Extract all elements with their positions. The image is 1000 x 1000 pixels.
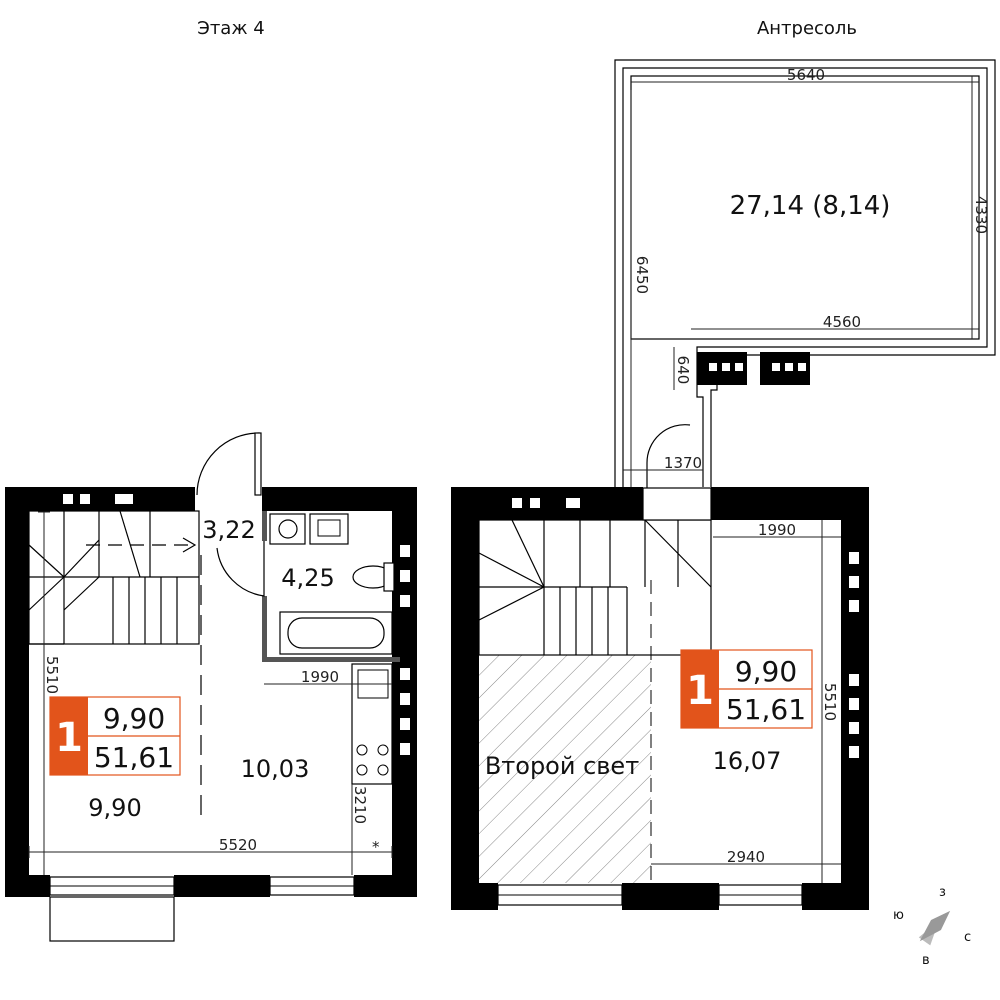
compass: з с в ю: [893, 885, 971, 968]
wall-bottom-2: [174, 875, 270, 897]
balcony: [49, 896, 175, 942]
apartment-badge-left: 1 9,90 51,61: [49, 696, 181, 776]
second-light-label: Второй свет: [485, 752, 639, 780]
badge-rooms: 1: [686, 668, 714, 714]
dim-right-height: 5510: [821, 683, 839, 721]
compass-west: ю: [893, 908, 904, 923]
badge-living: 9,90: [103, 702, 165, 735]
dim-mez-inner-width: 4560: [823, 313, 861, 331]
living-area: 9,90: [88, 794, 141, 822]
dim-mez-opening: 1370: [664, 454, 702, 472]
dim-mez-width: 5640: [787, 66, 825, 84]
staircase-right: [478, 519, 712, 656]
badge-total: 51,61: [94, 741, 174, 774]
floor4-plan: * 5520 5510 1990 3210 3,22 4,25 10,03 9,…: [5, 432, 417, 942]
kitchen-area: 10,03: [241, 755, 310, 783]
mezzanine-plan: 5640 4330 6450 4560 640 1370 1990 5510 2…: [451, 59, 996, 910]
staircase-left: [28, 510, 200, 645]
compass-north: з: [939, 885, 946, 900]
dim-right-top-width: 1990: [758, 521, 796, 539]
apartment-badge-right: 1 9,90 51,61: [680, 649, 813, 729]
wall-top-left: [5, 487, 195, 511]
wall-bottom-3: [354, 875, 417, 897]
dim-right-bottom-width: 2940: [727, 848, 765, 866]
badge-total: 51,61: [726, 693, 806, 726]
dim-mez-height-right: 4330: [972, 196, 990, 234]
dim-mez-height-left: 6450: [633, 256, 651, 294]
bathroom-area: 4,25: [281, 564, 334, 592]
hall-area: 3,22: [202, 516, 255, 544]
wall-left: [5, 487, 29, 897]
mezzanine-area: 27,14 (8,14): [730, 191, 891, 221]
second-light-zone: [479, 655, 651, 883]
sink: [309, 513, 349, 545]
wall-bottom-1: [5, 875, 50, 897]
badge-living: 9,90: [735, 655, 797, 688]
dim-mez-short: 640: [674, 356, 692, 385]
svg-text:*: *: [372, 838, 380, 856]
wall-top-right: [262, 487, 417, 511]
bathtub: [279, 611, 393, 655]
compass-east: с: [964, 930, 971, 945]
mezzanine-title: Антресоль: [757, 18, 857, 39]
upper-room-area: 16,07: [713, 747, 782, 775]
wall-top-right-room-left: [451, 487, 643, 520]
bathroom-door: [216, 541, 265, 597]
badge-rooms: 1: [55, 715, 83, 761]
washing-machine: [269, 513, 306, 545]
floor4-title: Этаж 4: [197, 18, 264, 39]
mezzanine-door: [646, 424, 691, 488]
compass-south: в: [922, 953, 930, 968]
dim-left-bath-width: 1990: [301, 668, 339, 686]
dim-left-width: 5520: [219, 836, 257, 854]
dim-left-height: 5510: [43, 656, 61, 694]
entry-door: [196, 432, 260, 496]
dim-left-kitchen: 3210: [351, 786, 369, 824]
